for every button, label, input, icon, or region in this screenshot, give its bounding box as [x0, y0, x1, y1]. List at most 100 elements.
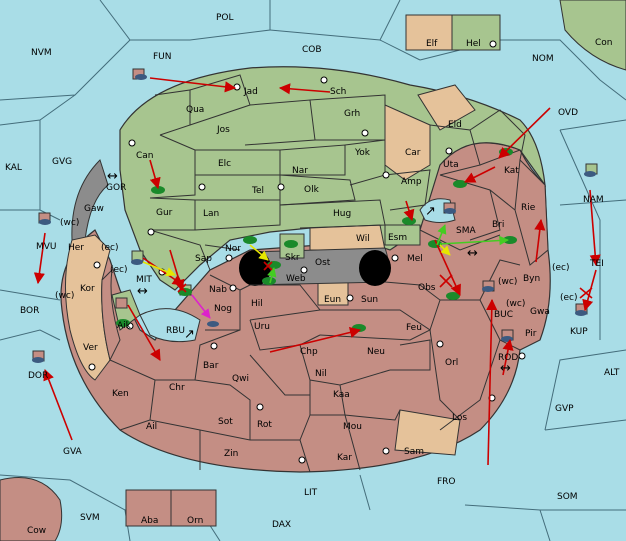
sea-gor: GOR: [106, 183, 126, 193]
rbu-lake: [139, 308, 201, 343]
label-elc: Elc: [218, 159, 231, 169]
label-sch: Sch: [330, 87, 346, 97]
label-skr: Skr: [285, 253, 300, 263]
label-elf: Elf: [426, 39, 438, 49]
sea-nom: NOM: [532, 54, 554, 64]
label-kat: Kat: [504, 166, 519, 176]
label-olk: Olk: [304, 185, 320, 195]
sea-kal: KAL: [5, 163, 22, 173]
province-aba[interactable]: [125, 489, 172, 527]
label-gur: Gur: [156, 208, 173, 218]
label-zin: Zin: [224, 449, 238, 459]
label-kaa: Kaa: [333, 390, 350, 400]
label-car: Car: [405, 148, 421, 158]
label-jos: Jos: [216, 125, 230, 135]
province-rie[interactable]: [514, 158, 549, 266]
province-orn[interactable]: [170, 489, 217, 527]
label-ver: Ver: [83, 343, 98, 353]
label-ail: Ail: [146, 422, 157, 432]
label-sap: Sap: [195, 254, 212, 264]
label-web: Web: [286, 274, 306, 284]
label-jad: Jad: [243, 87, 258, 97]
canal-markers: ↔ ↔ ↔ ↔ ↗ ↗: [107, 169, 511, 376]
sea-nam: NAM: [583, 195, 604, 205]
sea-alt: ALT: [604, 368, 620, 378]
label-tel: Tel: [251, 186, 264, 196]
label-esm: Esm: [388, 233, 407, 243]
label-ost: Ost: [315, 258, 331, 268]
label-yok: Yok: [354, 148, 371, 158]
coast-tags: (wc) (ec) (wc) (ec) (wc) (ec) (wc) (ec): [55, 218, 578, 309]
canal-rod: ↔: [500, 361, 511, 376]
sea-nvm: NVM: [31, 48, 52, 58]
canal-mit: ↔: [137, 284, 148, 299]
label-hil: Hil: [251, 299, 263, 309]
label-aba: Aba: [141, 516, 158, 526]
order-arrows: [33, 77, 601, 466]
label-sun: Sun: [361, 295, 378, 305]
coast-her-ec: (ec): [101, 243, 119, 253]
label-mel: Mel: [407, 254, 423, 264]
sea-cow: Cow: [27, 526, 46, 536]
coast-gwa-ec: (ec): [560, 293, 578, 303]
label-eun: Eun: [324, 295, 341, 305]
sea-rod: ROD: [498, 353, 518, 363]
label-chp: Chp: [300, 347, 318, 357]
label-sam: Sam: [404, 447, 424, 457]
label-orn: Orn: [187, 516, 203, 526]
province-esm[interactable]: [384, 224, 421, 246]
label-orl: Orl: [445, 358, 458, 368]
province-labels: Elf Hel Jad Sch Qua Jos Grh Eld Can Elc …: [68, 39, 550, 526]
label-eld: Eld: [448, 120, 462, 130]
province-eld[interactable]: [417, 84, 476, 131]
sea-fun: FUN: [153, 52, 172, 62]
sea-mit: MIT: [136, 275, 152, 285]
label-grh: Grh: [344, 109, 360, 119]
label-nil: Nil: [315, 369, 327, 379]
canal-rbu: ↗: [184, 327, 195, 342]
label-aik: Aik: [117, 321, 132, 331]
sea-gva: GVA: [63, 447, 83, 457]
label-nog: Nog: [214, 304, 232, 314]
label-rot: Rot: [257, 420, 272, 430]
sea-sma: SMA: [456, 226, 476, 236]
canal-sma-north: ↗: [425, 204, 436, 219]
sea-dax: DAX: [272, 520, 291, 530]
label-rie: Rie: [521, 203, 536, 213]
sea-lit: LIT: [304, 488, 318, 498]
label-nar: Nar: [292, 166, 308, 176]
failed-orders: [177, 261, 593, 299]
province-sam[interactable]: [394, 409, 461, 456]
province-wil[interactable]: [309, 224, 386, 251]
label-pir: Pir: [525, 329, 537, 339]
label-bar: Bar: [203, 361, 219, 371]
label-nab: Nab: [209, 285, 227, 295]
units: [32, 68, 598, 363]
label-kor: Kor: [80, 284, 95, 294]
label-uta: Uta: [443, 160, 459, 170]
sea-gvg: GVG: [52, 157, 72, 167]
east-ender: [359, 250, 391, 286]
label-obs: Obs: [418, 283, 436, 293]
coast-byn-wc: (wc): [498, 277, 517, 287]
coast-gwa-wc: (wc): [506, 299, 525, 309]
coast-kor-ec: (ec): [110, 265, 128, 275]
sea-gvp: GVP: [555, 404, 574, 414]
cow-land[interactable]: [0, 477, 63, 541]
sea-tei: TEI: [589, 259, 604, 269]
sea-pol: POL: [216, 13, 234, 23]
coast-byn-ec: (ec): [552, 263, 570, 273]
sea-con: Con: [595, 38, 613, 48]
label-sot: Sot: [218, 417, 233, 427]
label-kar: Kar: [337, 453, 352, 463]
sea-mvu: MVU: [36, 242, 57, 252]
canal-gor: ↔: [107, 169, 118, 184]
label-amp: Amp: [401, 177, 422, 187]
label-neu: Neu: [367, 347, 385, 357]
sea-cob: COB: [302, 45, 322, 55]
sea-som: SOM: [557, 492, 578, 502]
label-qua: Qua: [186, 105, 204, 115]
